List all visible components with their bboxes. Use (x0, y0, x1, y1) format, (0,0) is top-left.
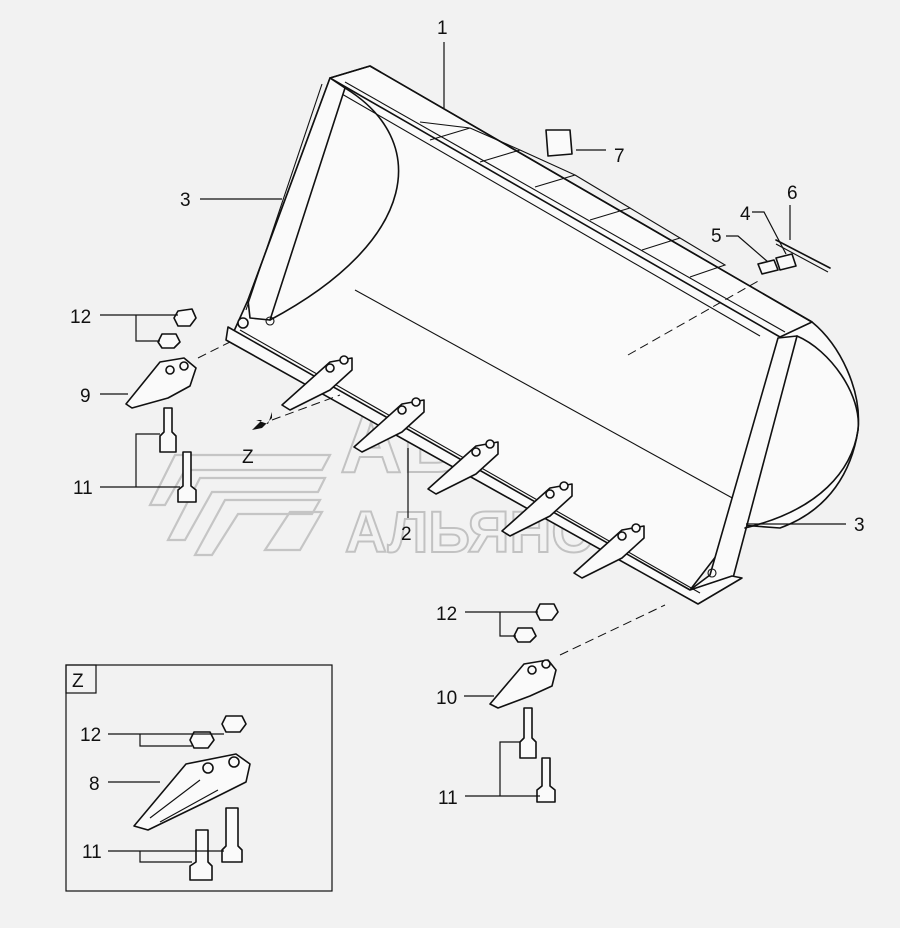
cutting-edge (225, 326, 743, 605)
tooth-2 (353, 397, 425, 453)
part-11-bolt-d (536, 757, 556, 803)
callout-12-left: 12 (70, 307, 91, 328)
part-8-tooth (133, 753, 251, 831)
callout-11-left: 11 (73, 478, 93, 499)
callout-11-detail: 11 (82, 842, 102, 863)
top-reinforcement (419, 121, 727, 278)
bucket-inner-curve (269, 87, 400, 321)
part-6-strip (775, 239, 831, 269)
callout-10: 10 (436, 688, 457, 709)
bucket (225, 65, 860, 605)
view-arrow-icon (252, 412, 272, 430)
callout-5: 5 (711, 226, 722, 247)
tooth-1 (281, 355, 353, 411)
part-4-shim (775, 253, 797, 271)
detail-view-z: Z (65, 664, 333, 892)
view-arrow-label: Z (242, 447, 254, 468)
detail-label-box (65, 664, 97, 694)
callout-numbers: 1 2 3 3 4 5 6 7 8 9 10 11 11 11 12 12 12 (70, 18, 865, 863)
part-7-wear-plate (545, 129, 573, 157)
tooth-5 (573, 523, 645, 579)
callout-11-right: 11 (438, 788, 458, 809)
detail-bolt-a (189, 829, 213, 881)
part-5-shim (757, 259, 779, 275)
callout-3-left: 3 (180, 190, 191, 211)
right-tooth-assembly (489, 279, 761, 803)
small-parts (545, 129, 831, 275)
part-12-washer-b (513, 627, 537, 643)
part-9-tooth (125, 357, 197, 409)
part-12-nut-a (173, 308, 197, 327)
left-tooth-assembly (125, 308, 231, 503)
callout-3-right: 3 (854, 515, 865, 536)
detail-label: Z (72, 671, 84, 692)
tooth-3 (427, 439, 499, 495)
part-11-bolt-b (177, 451, 197, 503)
detail-bolt-b (221, 807, 243, 863)
callout-12-detail: 12 (80, 725, 101, 746)
callout-1: 1 (437, 18, 448, 39)
part-11-bolt-c (519, 707, 537, 759)
leader-lines (100, 42, 846, 863)
bucket-teeth (281, 355, 645, 579)
tooth-4 (501, 481, 573, 537)
part-12-washer-a (157, 333, 181, 349)
callout-7: 7 (614, 146, 625, 167)
callout-12-right: 12 (436, 604, 457, 625)
part-12-nut-b (535, 603, 559, 621)
watermark-logo (148, 453, 332, 557)
detail-washer (189, 731, 215, 749)
callout-6: 6 (787, 183, 798, 204)
callout-8: 8 (89, 774, 100, 795)
view-z-arrow: Z (242, 394, 341, 468)
detail-frame (65, 664, 333, 892)
detail-nut (221, 715, 247, 733)
bucket-top-rim (329, 65, 813, 338)
callout-9: 9 (80, 386, 91, 407)
part-11-bolt-a (159, 407, 177, 453)
part-10-tooth (489, 659, 557, 709)
callout-2: 2 (401, 524, 412, 545)
callout-4: 4 (740, 204, 751, 225)
